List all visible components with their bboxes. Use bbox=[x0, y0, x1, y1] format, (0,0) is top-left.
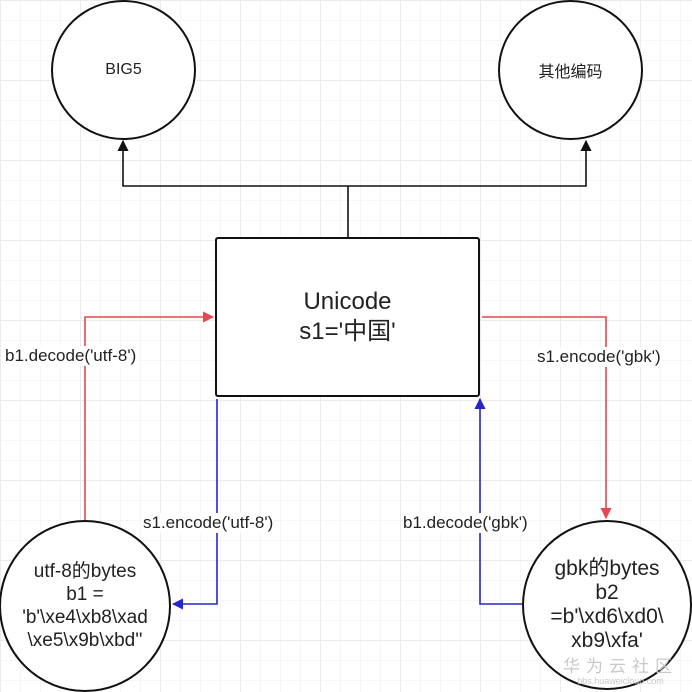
node-gbk-var: b2 bbox=[595, 581, 619, 604]
node-utf8-value-2: \xe5\x9b\xbd'' bbox=[27, 630, 143, 651]
watermark-sub: bbs.huaweicloud.com bbox=[577, 676, 664, 686]
edge-label-encode-gbk: s1.encode('gbk') bbox=[536, 347, 662, 367]
watermark-main: 华为云社区 bbox=[563, 657, 678, 676]
node-other-encodings: 其他编码 bbox=[498, 0, 643, 140]
edge-encode-gbk bbox=[482, 316, 612, 520]
link-to-big5 bbox=[117, 139, 348, 187]
edge-label-decode-utf8: b1.decode('utf-8') bbox=[4, 346, 138, 366]
node-utf8-value-1: 'b'\xe4\xb8\xad bbox=[22, 607, 148, 628]
watermark: 华为云社区 bbs.huaweicloud.com bbox=[563, 658, 678, 687]
edge-label-encode-utf8: s1.encode('utf-8') bbox=[142, 513, 275, 533]
node-gbk-value-1: =b'\xd6\xd0\ bbox=[550, 605, 664, 628]
node-gbk-bytes: gbk的bytes b2 =b'\xd6\xd0\ xb9\xfa' bbox=[522, 520, 692, 690]
edge-label-decode-gbk: b1.decode('gbk') bbox=[402, 513, 529, 533]
node-gbk-title: gbk的bytes bbox=[554, 557, 660, 580]
edge-encode-utf8 bbox=[171, 399, 218, 610]
node-big5: BIG5 bbox=[51, 0, 196, 140]
link-to-other bbox=[348, 139, 592, 187]
node-unicode-title: Unicode bbox=[303, 288, 392, 315]
node-utf8-title: utf-8的bytes bbox=[33, 561, 137, 582]
node-utf8-bytes: utf-8的bytes b1 = 'b'\xe4\xb8\xad \xe5\x9… bbox=[0, 520, 171, 692]
node-gbk-value-2: xb9\xfa' bbox=[571, 629, 643, 652]
node-unicode: Unicode s1='中国' bbox=[215, 237, 480, 397]
edge-decode-gbk bbox=[474, 397, 522, 605]
node-big5-label: BIG5 bbox=[105, 61, 142, 78]
node-other-encodings-label: 其他编码 bbox=[538, 64, 603, 81]
edge-decode-utf8 bbox=[84, 311, 215, 520]
node-unicode-value: s1='中国' bbox=[299, 318, 396, 345]
node-utf8-var: b1 = bbox=[66, 584, 104, 605]
